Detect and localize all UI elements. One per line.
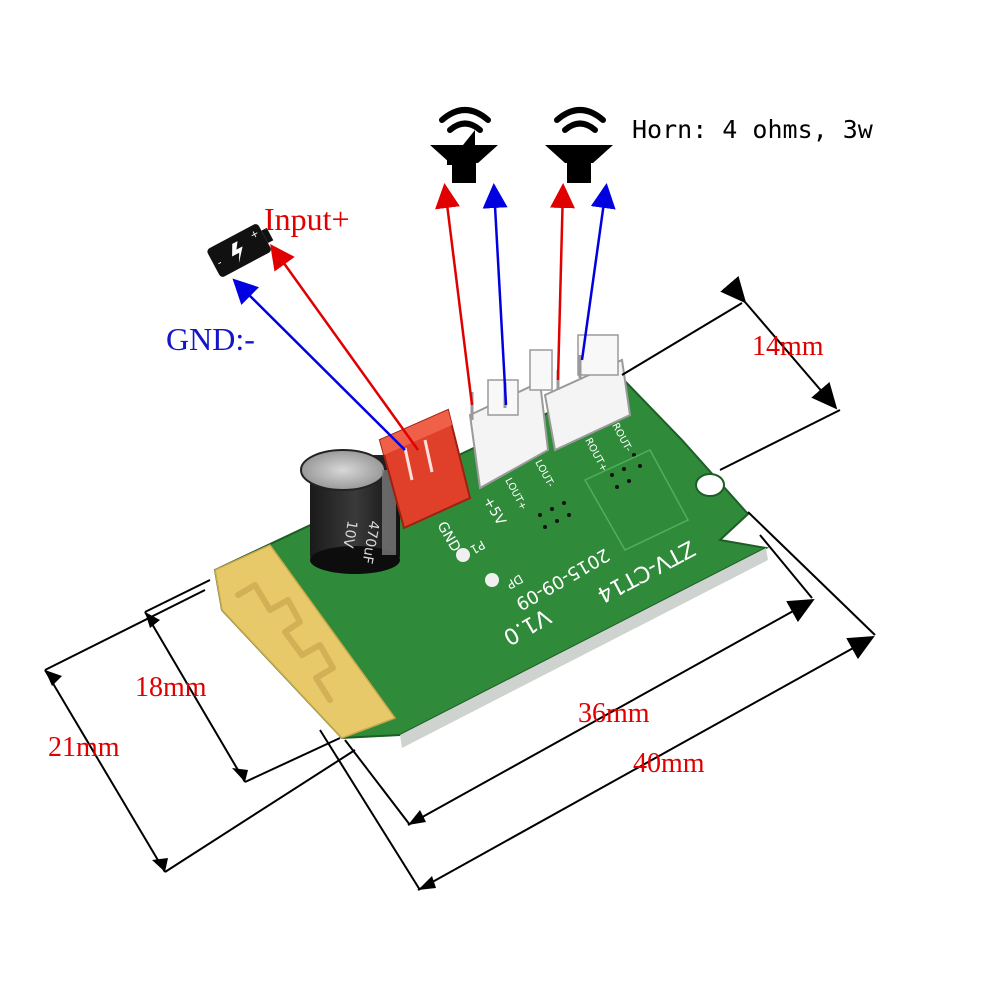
pcb-board: ZTV-CT14 2015-09-09 V1.0 GND +5V P1 DP L…	[213, 376, 770, 748]
dim-36-label: 36mm	[578, 698, 650, 729]
left-speaker-plus-arrow	[435, 183, 474, 406]
dim-18-label: 18mm	[135, 672, 207, 703]
dim-14-label: 14mm	[752, 331, 824, 362]
horn-spec-label: Horn: 4 ohms, 3w	[632, 115, 874, 144]
test-pad	[456, 548, 470, 562]
speaker-icon	[545, 107, 613, 183]
dim-18-line	[144, 611, 246, 783]
left-speaker-minus-arrow	[482, 183, 508, 406]
capacitor: 470uF 10V	[300, 449, 400, 574]
svg-text:-: -	[215, 256, 225, 269]
battery-icon: - +	[207, 224, 274, 277]
dim-21-label: 21mm	[48, 732, 120, 763]
wiring-arrows	[232, 183, 616, 451]
via-grid	[538, 453, 642, 529]
dim-arrowheads	[45, 612, 436, 890]
capacitor-top	[300, 449, 386, 491]
mounting-hole	[695, 473, 725, 497]
dimension-lines	[44, 275, 876, 891]
gnd-minus-label: GND:-	[166, 321, 255, 357]
right-speaker-plus-arrow	[549, 183, 575, 381]
dim-14-line	[720, 275, 838, 410]
dim-40-line	[417, 636, 875, 891]
input-plus-label: Input+	[264, 201, 350, 237]
dim-40-label: 40mm	[633, 748, 705, 779]
test-pad-dp	[485, 573, 499, 587]
capacitor-voltage: 10V	[339, 519, 360, 549]
dim-36-line	[407, 599, 815, 826]
pcb-edge	[400, 548, 768, 748]
silk-p1: P1	[468, 537, 488, 557]
speaker-icon	[430, 107, 498, 183]
power-connector	[378, 408, 472, 530]
chip-outline	[583, 449, 690, 551]
capacitor-value: 470uF	[358, 519, 381, 565]
antenna-trace	[235, 582, 336, 703]
right-speaker-minus-arrow	[580, 183, 616, 361]
gnd-arrow	[232, 278, 406, 451]
input-plus-arrow	[270, 243, 420, 451]
dim-21-line	[44, 669, 166, 873]
